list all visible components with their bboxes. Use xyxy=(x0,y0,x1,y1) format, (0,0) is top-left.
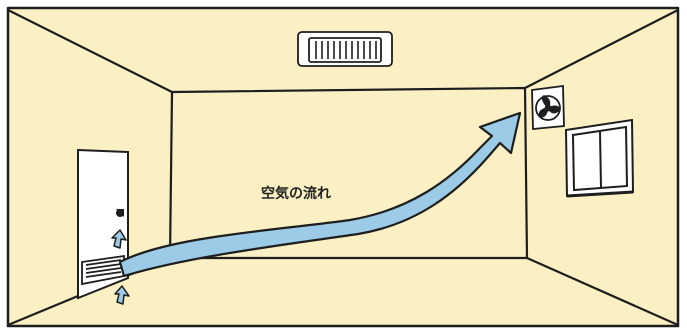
small-air-arrow-icon xyxy=(111,229,127,249)
airflow-arrow xyxy=(118,111,522,278)
room-frame xyxy=(6,6,680,328)
door-grille-icon xyxy=(81,254,125,286)
airflow-label: 空気の流れ xyxy=(261,186,331,202)
small-air-arrow-icon xyxy=(114,285,130,305)
ceiling-vent-icon xyxy=(297,31,393,67)
window-icon xyxy=(564,118,635,198)
exhaust-fan-icon xyxy=(531,84,565,130)
room-perspective-lines xyxy=(6,8,680,327)
